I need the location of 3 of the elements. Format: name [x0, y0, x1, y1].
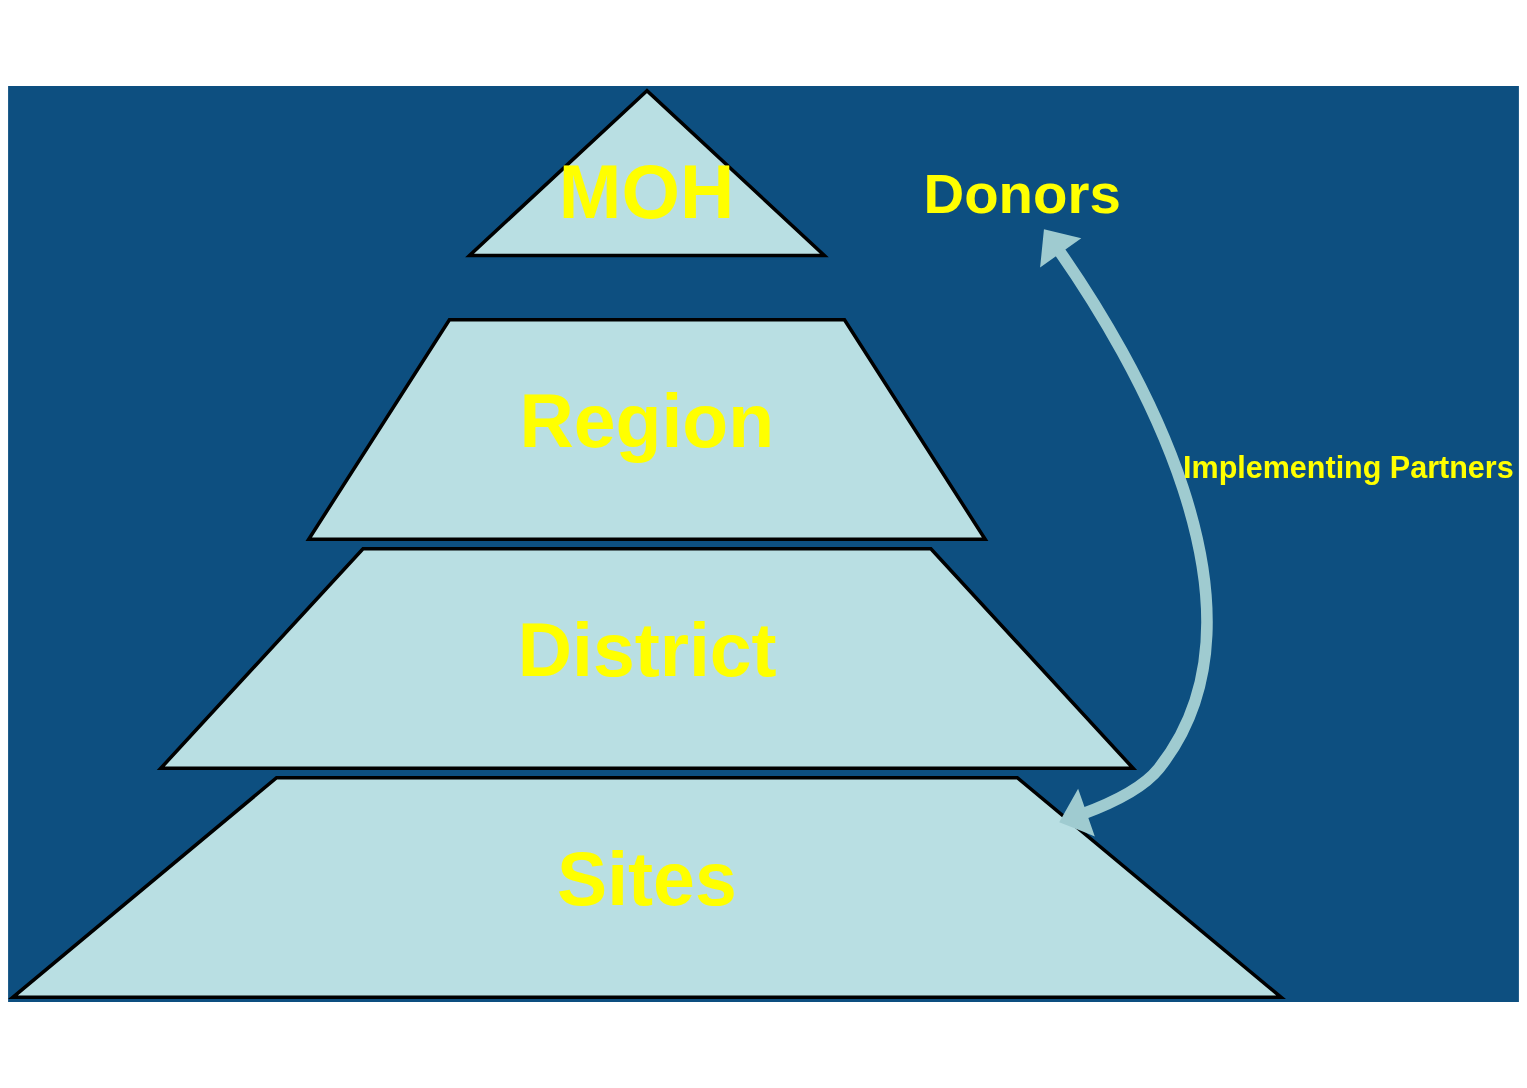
arrow	[1040, 229, 1213, 837]
node-text: Donors	[923, 162, 1121, 226]
edge-label: Implementing Partners	[1183, 449, 1514, 484]
